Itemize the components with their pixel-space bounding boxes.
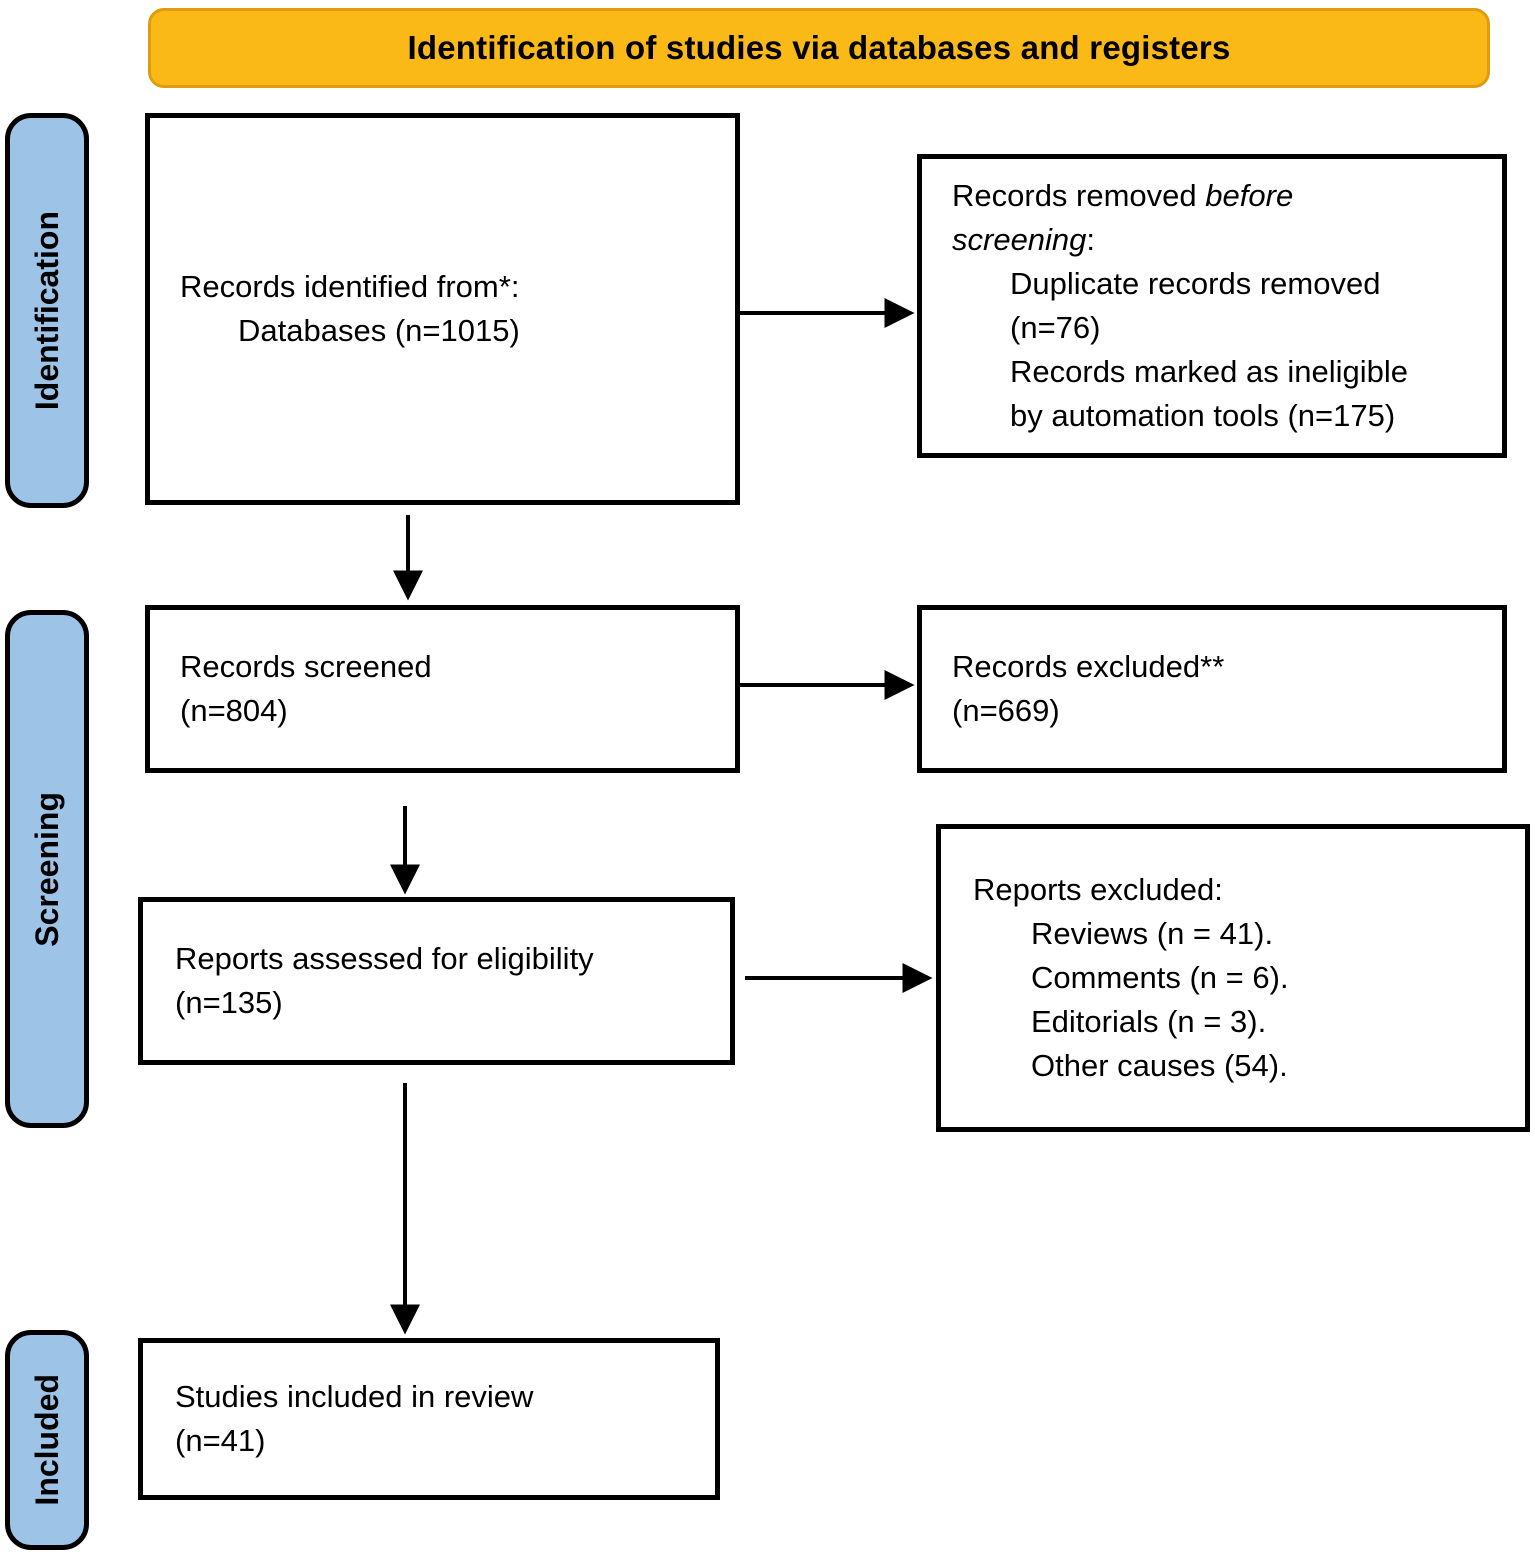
- diagram-title: Identification of studies via databases …: [407, 29, 1231, 66]
- box-records-screened: Records screened (n=804): [145, 605, 740, 773]
- box-reports-excluded: Reports excluded: Reviews (n = 41). Comm…: [936, 824, 1530, 1132]
- reports-assessed-line1: Reports assessed for eligibility: [175, 940, 594, 976]
- records-screened-line2: (n=804): [180, 693, 288, 728]
- reports-excluded-item: Reviews (n = 41).: [1031, 915, 1274, 951]
- records-screened-line1: Records screened: [180, 648, 432, 684]
- box-records-identified: Records identified from*: Databases (n=1…: [145, 113, 740, 505]
- records-identified-line2: Databases (n=1015): [238, 313, 520, 348]
- box-records-excluded: Records excluded** (n=669): [917, 605, 1507, 773]
- stage-included-label: Included: [28, 1374, 65, 1506]
- records-excluded-line2: (n=669): [952, 693, 1060, 728]
- records-removed-lead-text: Records removed: [952, 177, 1206, 213]
- reports-assessed-line2: (n=135): [175, 985, 283, 1020]
- stage-included: Included: [5, 1330, 89, 1550]
- title-banner: Identification of studies via databases …: [148, 8, 1490, 88]
- stage-screening-label: Screening: [28, 791, 65, 947]
- stage-screening: Screening: [5, 610, 89, 1128]
- records-identified-line1: Records identified from*:: [180, 268, 520, 304]
- reports-excluded-item: Comments (n = 6).: [1031, 959, 1289, 995]
- studies-included-line1: Studies included in review: [175, 1378, 534, 1414]
- records-removed-item: Records marked as ineligible by automati…: [1010, 354, 1409, 434]
- studies-included-line2: (n=41): [175, 1423, 266, 1458]
- box-reports-assessed: Reports assessed for eligibility (n=135): [138, 897, 735, 1065]
- records-removed-item: Duplicate records removed (n=76): [1010, 265, 1381, 345]
- records-excluded-line1: Records excluded**: [952, 648, 1225, 684]
- box-records-removed: Records removed before screening: Duplic…: [917, 154, 1507, 458]
- reports-excluded-item: Other causes (54).: [1031, 1048, 1288, 1084]
- reports-excluded-lead: Reports excluded:: [973, 871, 1223, 907]
- records-removed-lead-colon: :: [1086, 221, 1096, 257]
- records-removed-lead: Records removed before screening:: [952, 174, 1382, 262]
- box-studies-included: Studies included in review (n=41): [138, 1338, 720, 1500]
- stage-identification-label: Identification: [28, 210, 65, 411]
- stage-identification: Identification: [5, 113, 89, 508]
- reports-excluded-item: Editorials (n = 3).: [1031, 1004, 1267, 1039]
- records-removed-lead-italic: before screening: [952, 177, 1294, 257]
